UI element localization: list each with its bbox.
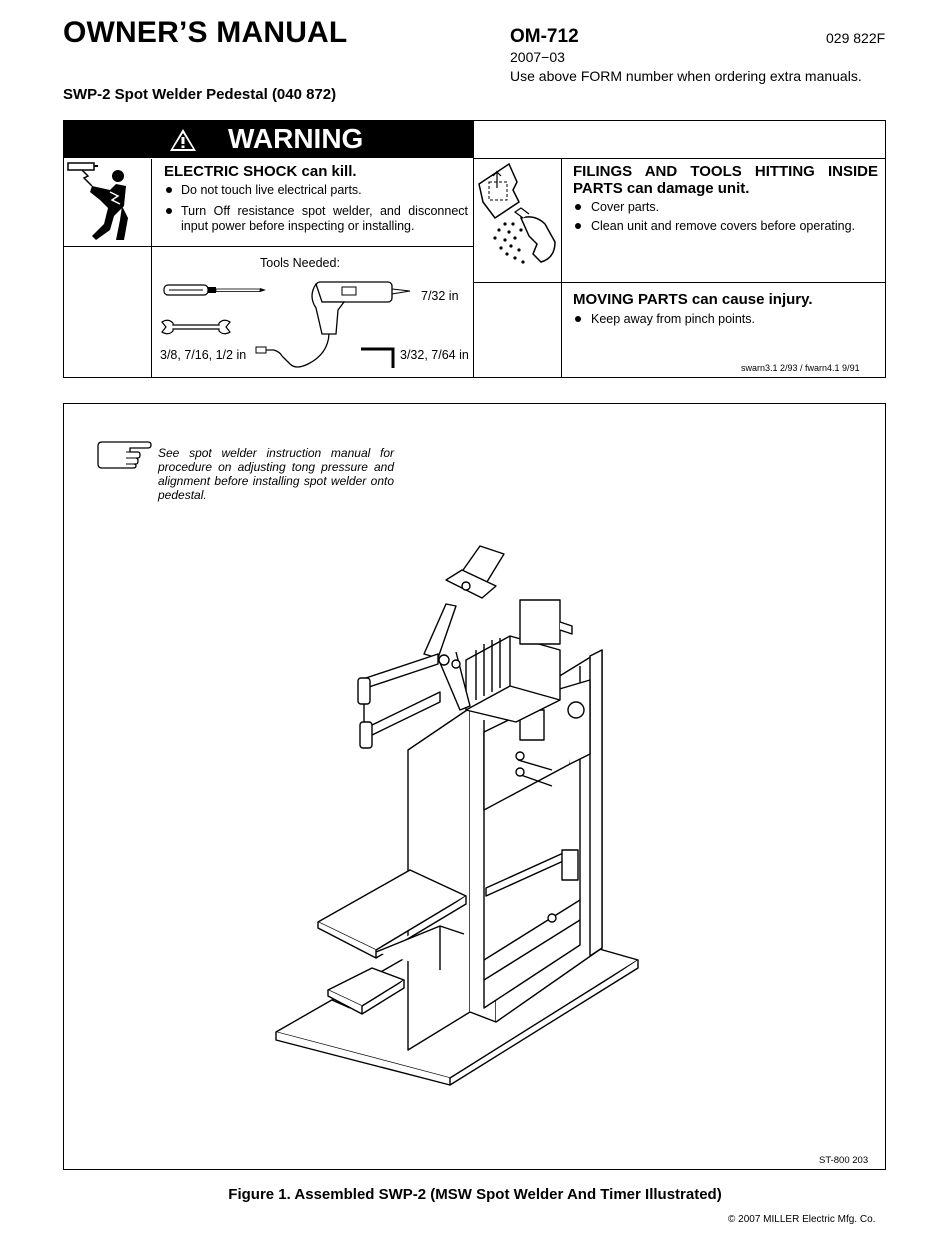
- filings-bullet-2: Clean unit and remove covers before oper…: [591, 219, 856, 233]
- electric-shock-bullet-1: Do not touch live electrical parts.: [181, 183, 362, 197]
- spot-welder-pedestal-illustration: [275, 545, 639, 1086]
- tools-needed-label: Tools Needed:: [260, 256, 340, 270]
- hex-key-icon: [361, 347, 395, 368]
- warning-box: [63, 120, 886, 378]
- figure-caption: Figure 1. Assembled SWP-2 (MSW Spot Weld…: [228, 1186, 722, 1203]
- form-date: 2007−03: [510, 49, 565, 65]
- moving-parts-title: MOVING PARTS can cause injury.: [573, 291, 813, 308]
- bullet: [166, 208, 172, 214]
- figure-note: See spot welder instruction manual for p…: [158, 446, 394, 502]
- electric-shock-bullet-2: Turn Off resistance spot welder, and dis…: [181, 204, 468, 218]
- part-number: 029 822F: [826, 30, 886, 46]
- document-subtitle: SWP-2 Spot Welder Pedestal (040 872): [63, 86, 337, 103]
- bullet: [166, 187, 172, 193]
- bullet: [575, 204, 581, 210]
- filings-bullet-1: Cover parts.: [591, 200, 660, 214]
- wrench-icon: [161, 319, 231, 335]
- figure-code: ST-800 203: [819, 1155, 869, 1166]
- drill-size-label: 7/32 in: [421, 289, 459, 303]
- warning-codes: swarn3.1 2/93 / fwarn4.1 9/91: [741, 363, 860, 373]
- electric-shock-icon: [67, 162, 128, 240]
- drill-icon: [255, 281, 411, 368]
- filings-title-line-2: PARTS can damage unit.: [573, 180, 750, 197]
- moving-parts-bullet-1: Keep away from pinch points.: [591, 312, 755, 326]
- hex-key-sizes-label: 3/32, 7/64 in: [400, 348, 469, 362]
- form-note: Use above FORM number when ordering extr…: [510, 68, 862, 84]
- document-title: OWNER’S MANUAL: [63, 16, 348, 49]
- figure-box: [63, 403, 886, 1170]
- copyright-notice: © 2007 MILLER Electric Mfg. Co.: [728, 1214, 876, 1225]
- pointing-hand-icon: [97, 441, 152, 469]
- filings-title-line-1: FILINGS AND TOOLS HITTING INSIDE: [573, 163, 878, 180]
- form-number: OM-712: [510, 26, 579, 47]
- warning-banner: WARNING: [63, 120, 473, 158]
- wrench-sizes-label: 3/8, 7/16, 1/2 in: [160, 348, 247, 362]
- warning-triangle-icon: [170, 129, 196, 151]
- warning-label: WARNING: [228, 123, 364, 154]
- filings-hazard-icon: [478, 162, 556, 264]
- electric-shock-title: ELECTRIC SHOCK can kill.: [164, 163, 357, 180]
- screwdriver-icon: [163, 284, 266, 296]
- electric-shock-bullet-3: input power before inspecting or install…: [181, 219, 415, 233]
- bullet: [575, 223, 581, 229]
- bullet: [575, 316, 581, 322]
